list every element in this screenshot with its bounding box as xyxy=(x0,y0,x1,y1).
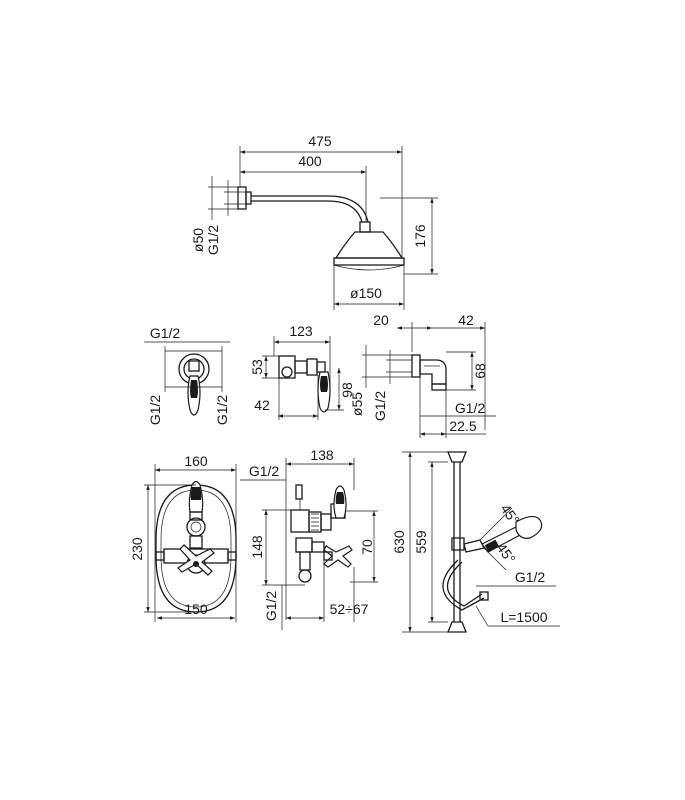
valve-port xyxy=(281,366,293,378)
elbow-dim-68: 68 xyxy=(472,363,488,379)
elbow-body xyxy=(419,359,447,385)
shower-arm-top xyxy=(251,195,369,223)
elbow-dim-42: 42 xyxy=(458,312,474,328)
dim-g12-label: G1/2 xyxy=(205,225,221,256)
side-thermo-body xyxy=(290,509,310,533)
handle-g12-left: G1/2 xyxy=(147,395,163,426)
dim-98-label: 98 xyxy=(339,382,355,398)
inlet-left xyxy=(155,551,165,561)
head-connector xyxy=(359,221,371,233)
rail-dim-559: 559 xyxy=(413,530,429,554)
temp-cartridge xyxy=(186,517,206,537)
head-shower-view: 475 400 176 ø50 G1/2 ø150 xyxy=(190,133,438,310)
shower-head-rim xyxy=(333,257,405,266)
wall-flange xyxy=(237,186,247,210)
valve-body xyxy=(294,360,308,374)
elbow-dim-22-5: 22.5 xyxy=(449,418,476,434)
side-cross-handle xyxy=(323,545,353,568)
outlet-elbow-view: 20 42 68 ø55 G1/2 G1/2 22.5 xyxy=(349,312,496,438)
rail-bottom-bracket xyxy=(447,621,467,633)
shower-head-bell xyxy=(334,231,404,259)
dim-150-label: ø150 xyxy=(350,285,382,301)
hose-loop-outer xyxy=(442,559,485,611)
rail-top-bracket xyxy=(447,451,467,463)
valve-flange xyxy=(306,358,318,376)
valve-spindle xyxy=(316,361,326,373)
temp-cartridge-inner xyxy=(190,521,202,533)
dim-475-label: 475 xyxy=(308,133,332,149)
side-g12-top: G1/2 xyxy=(249,463,280,479)
angle-line-top xyxy=(479,507,513,541)
elbow-dim-55: ø55 xyxy=(349,392,365,416)
cross-handle-hub xyxy=(193,561,199,567)
side-dim-138: 138 xyxy=(310,447,334,463)
elbow-dim-20: 20 xyxy=(373,312,389,328)
side-lower-flange xyxy=(311,541,325,553)
valve-lever-tip xyxy=(320,376,328,392)
dim-50-label: ø50 xyxy=(190,228,206,252)
side-top-outlet xyxy=(295,484,303,500)
dim-123-label: 123 xyxy=(289,323,313,339)
side-cross-spindle xyxy=(323,551,333,561)
handle-g12-top: G1/2 xyxy=(150,325,181,341)
elbow-g12-right: G1/2 xyxy=(455,400,486,416)
rail-hose-length: L=1500 xyxy=(500,609,547,625)
hose-connector xyxy=(479,591,489,601)
slide-rail-view: 630 559 45° 45° G1/2 L=1500 xyxy=(391,451,560,633)
hose-loop-inner xyxy=(446,561,483,607)
side-lower-inlet xyxy=(299,551,311,571)
temp-lever-tip xyxy=(190,487,202,500)
dim-42-label: 42 xyxy=(254,397,270,413)
flange-nut xyxy=(245,191,252,205)
handle-spindle xyxy=(188,360,200,372)
angle-line-bottom xyxy=(483,547,507,571)
side-inlet-port xyxy=(298,569,312,583)
side-dim-148: 148 xyxy=(249,535,265,559)
hose-leader xyxy=(475,605,489,627)
diverter-side-view: 123 53 42 98 xyxy=(249,323,355,420)
inlet-right xyxy=(227,551,237,561)
rail-g12: G1/2 xyxy=(515,569,546,585)
thermostatic-front-view: 160 230 150 xyxy=(129,453,237,622)
shower-arm-bottom xyxy=(251,200,363,223)
shower-head-face xyxy=(333,264,405,271)
front-dim-160: 160 xyxy=(184,453,208,469)
dim-53-label: 53 xyxy=(249,359,265,375)
front-dim-230: 230 xyxy=(129,537,145,561)
rail-dim-630: 630 xyxy=(391,530,407,554)
side-dim-52-67: 52÷67 xyxy=(330,601,369,617)
elbow-outlet xyxy=(431,383,447,391)
backplate-inner xyxy=(160,489,232,608)
front-dim-150: 150 xyxy=(184,601,208,617)
handle-lever-tip xyxy=(190,380,198,398)
side-cartridge-thread xyxy=(311,513,319,531)
thermostatic-side-view: G1/2 138 148 70 G1/2 52÷67 xyxy=(240,447,378,630)
side-thermo-flange xyxy=(320,513,332,531)
side-lower-body xyxy=(295,537,313,553)
valve-stem xyxy=(189,535,203,549)
elbow-g12-left: G1/2 xyxy=(372,391,388,422)
hand-shower-grip xyxy=(484,539,500,553)
dim-176-label: 176 xyxy=(412,224,428,248)
rail-holder xyxy=(463,539,485,553)
handle-g12-right: G1/2 xyxy=(214,395,230,426)
side-temp-lever-tip xyxy=(335,492,345,504)
dim-400-label: 400 xyxy=(298,153,322,169)
elbow-wall-flange xyxy=(411,354,421,378)
diverter-handle-view: G1/2 G1/2 G1/2 xyxy=(144,325,230,425)
side-dim-70: 70 xyxy=(359,539,375,555)
hand-shower-head xyxy=(515,515,543,539)
side-g12-bottom: G1/2 xyxy=(263,591,279,622)
temp-spindle xyxy=(189,511,203,521)
